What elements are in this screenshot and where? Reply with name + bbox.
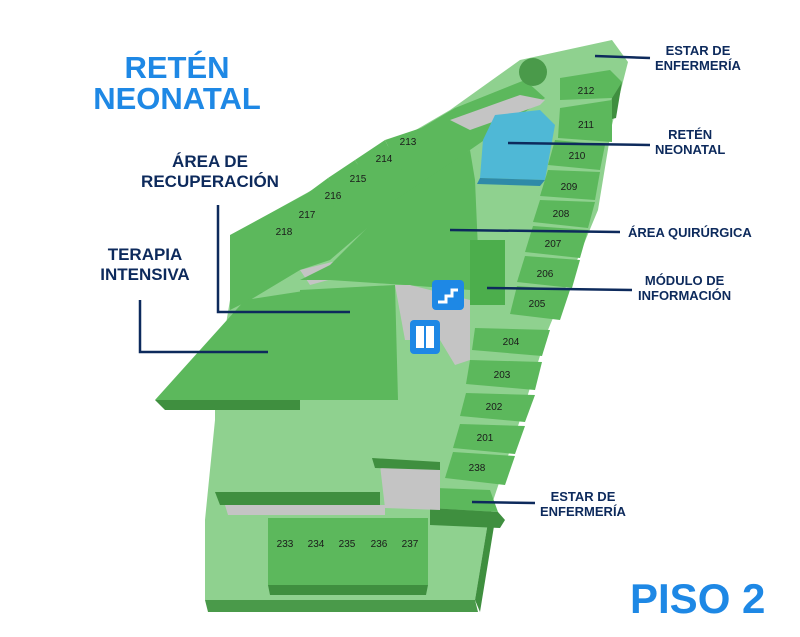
leader-recuperacion (216, 205, 350, 314)
label-modulo: MÓDULO DE INFORMACIÓN (638, 273, 732, 304)
room-216: 216 (325, 191, 342, 202)
label-estar-top-line1: ESTAR DE (665, 43, 731, 58)
label-reten-line1: RETÉN (668, 127, 713, 142)
elevator-icon (410, 320, 440, 354)
label-recuperacion-line1: ÁREA DE (172, 152, 248, 171)
room-238: 238 (469, 463, 486, 474)
leader-reten (507, 141, 651, 147)
leader-estar-top (594, 54, 651, 60)
room-210: 210 (569, 151, 586, 162)
leader-estar-bottom (471, 500, 536, 505)
room-212: 212 (578, 86, 595, 97)
title-line-1: RETÉN (124, 50, 230, 85)
stairs-icon (432, 280, 464, 310)
modulo-informacion-block (470, 240, 505, 305)
icu-recovery-block (155, 285, 398, 410)
label-terapia-line2: INTENSIVA (100, 264, 190, 284)
label-reten: RETÉN NEONATAL (655, 127, 726, 158)
label-modulo-line2: INFORMACIÓN (638, 287, 732, 303)
bottom-rooms (268, 518, 428, 595)
label-quirurgica-line1: ÁREA QUIRÚRGICA (628, 225, 752, 240)
room-209: 209 (561, 182, 578, 193)
label-recuperacion-line2: RECUPERACIÓN (141, 171, 279, 191)
label-estar-bottom: ESTAR DE ENFERMERÍA (540, 489, 626, 520)
room-201: 201 (477, 433, 494, 444)
label-terapia: TERAPIA INTENSIVA (90, 245, 200, 284)
room-234: 234 (308, 539, 325, 550)
floor-label: PISO 2 (630, 575, 766, 622)
label-estar-top: ESTAR DE ENFERMERÍA (655, 43, 741, 74)
page-title: RETÉN NEONATAL (92, 52, 262, 114)
title-line-2: NEONATAL (93, 81, 261, 116)
label-recuperacion: ÁREA DE RECUPERACIÓN (125, 152, 295, 191)
leader-quirurgica (449, 228, 621, 234)
room-236: 236 (371, 539, 388, 550)
tower-circle (519, 58, 547, 86)
label-modulo-line1: MÓDULO DE (644, 273, 725, 288)
leader-terapia (138, 300, 268, 354)
label-estar-top-line2: ENFERMERÍA (655, 57, 741, 73)
label-terapia-line1: TERAPIA (107, 245, 183, 264)
room-208: 208 (553, 209, 570, 220)
leader-modulo (486, 286, 633, 292)
room-206: 206 (537, 269, 554, 280)
room-215: 215 (350, 174, 367, 185)
leader-lines (138, 54, 651, 505)
room-237: 237 (402, 539, 419, 550)
room-213: 213 (400, 137, 417, 148)
label-estar-bottom-line2: ENFERMERÍA (540, 503, 626, 519)
label-estar-bottom-line1: ESTAR DE (550, 489, 616, 504)
label-reten-line2: NEONATAL (655, 141, 726, 157)
room-233: 233 (277, 539, 294, 550)
room-202: 202 (486, 402, 503, 413)
label-quirurgica: ÁREA QUIRÚRGICA (628, 225, 752, 241)
room-207: 207 (545, 239, 562, 250)
room-204: 204 (503, 337, 520, 348)
reten-neonatal-area (477, 110, 555, 186)
room-218: 218 (276, 227, 293, 238)
right-rooms (430, 70, 622, 528)
room-235: 235 (339, 539, 356, 550)
room-214: 214 (376, 154, 393, 165)
room-203: 203 (494, 370, 511, 381)
room-217: 217 (299, 210, 316, 221)
room-205: 205 (529, 299, 546, 310)
top-left-rooms (255, 125, 440, 250)
room-211: 211 (578, 120, 594, 131)
